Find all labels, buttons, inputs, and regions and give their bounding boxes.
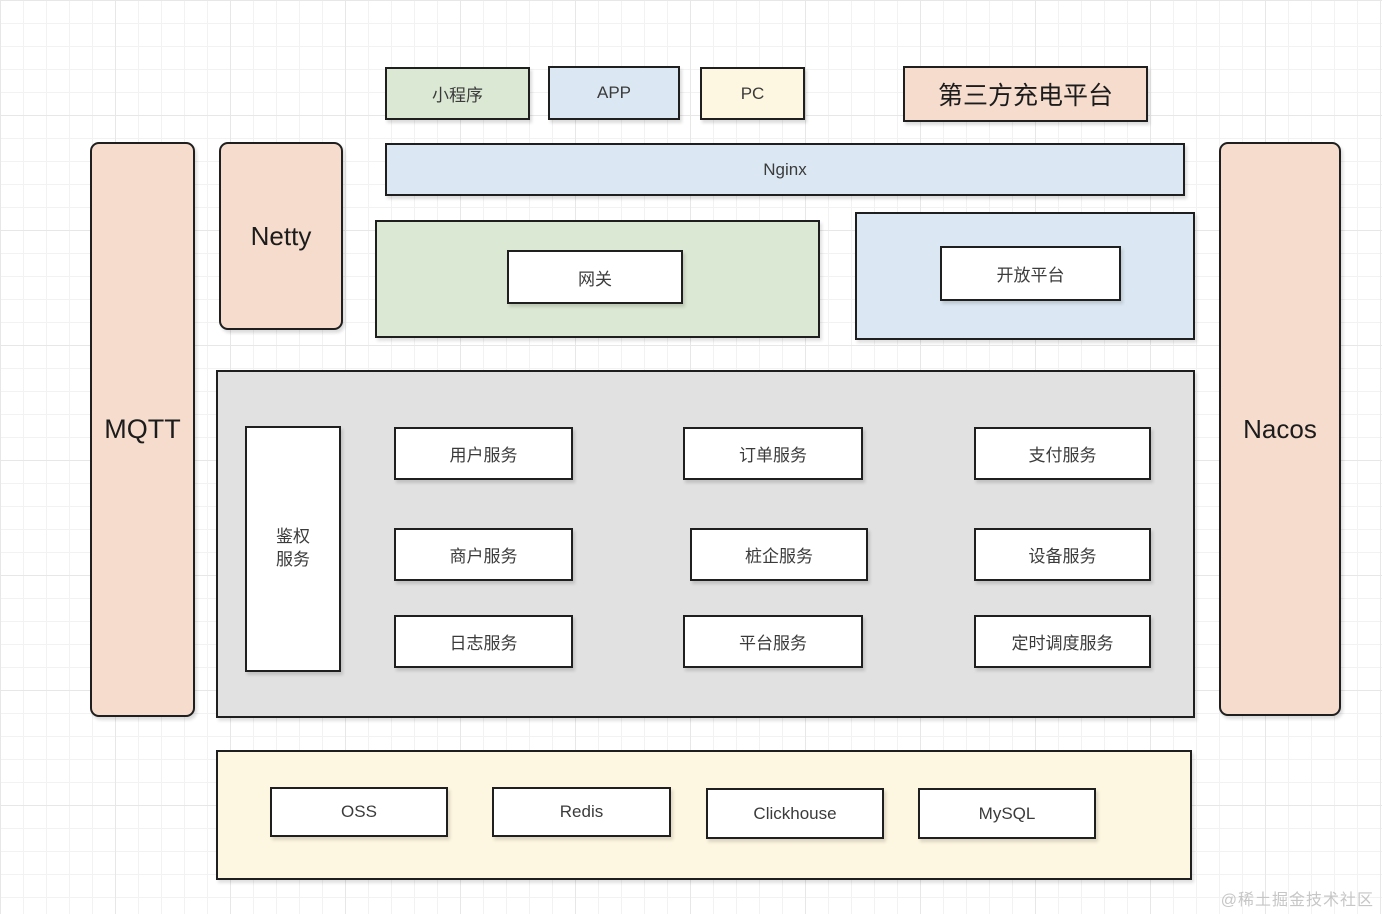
node-mqtt: MQTT [90, 142, 195, 717]
node-third-party-charging-platform: 第三方充电平台 [903, 66, 1148, 122]
node-user-service: 用户服务 [394, 427, 573, 480]
node-order-service: 订单服务 [683, 427, 863, 480]
node-device-service: 设备服务 [974, 528, 1151, 581]
node-pile-enterprise-service: 桩企服务 [690, 528, 868, 581]
node-nginx: Nginx [385, 143, 1185, 196]
node-log-service: 日志服务 [394, 615, 573, 668]
node-platform-service: 平台服务 [683, 615, 863, 668]
node-pc: PC [700, 67, 805, 120]
node-app: APP [548, 66, 680, 120]
auth-service-label: 鉴权 服务 [276, 527, 310, 569]
node-mysql: MySQL [918, 788, 1096, 839]
node-gateway: 网关 [507, 250, 683, 304]
node-nacos: Nacos [1219, 142, 1341, 716]
node-auth-service: 鉴权 服务 [245, 426, 341, 672]
node-netty: Netty [219, 142, 343, 330]
node-open-platform: 开放平台 [940, 246, 1121, 301]
node-oss: OSS [270, 787, 448, 837]
node-merchant-service: 商户服务 [394, 528, 573, 581]
node-clickhouse: Clickhouse [706, 788, 884, 839]
watermark: @稀土掘金技术社区 [1220, 892, 1374, 909]
node-payment-service: 支付服务 [974, 427, 1151, 480]
node-mini-program: 小程序 [385, 67, 530, 120]
node-scheduler-service: 定时调度服务 [974, 615, 1151, 668]
node-redis: Redis [492, 787, 671, 837]
